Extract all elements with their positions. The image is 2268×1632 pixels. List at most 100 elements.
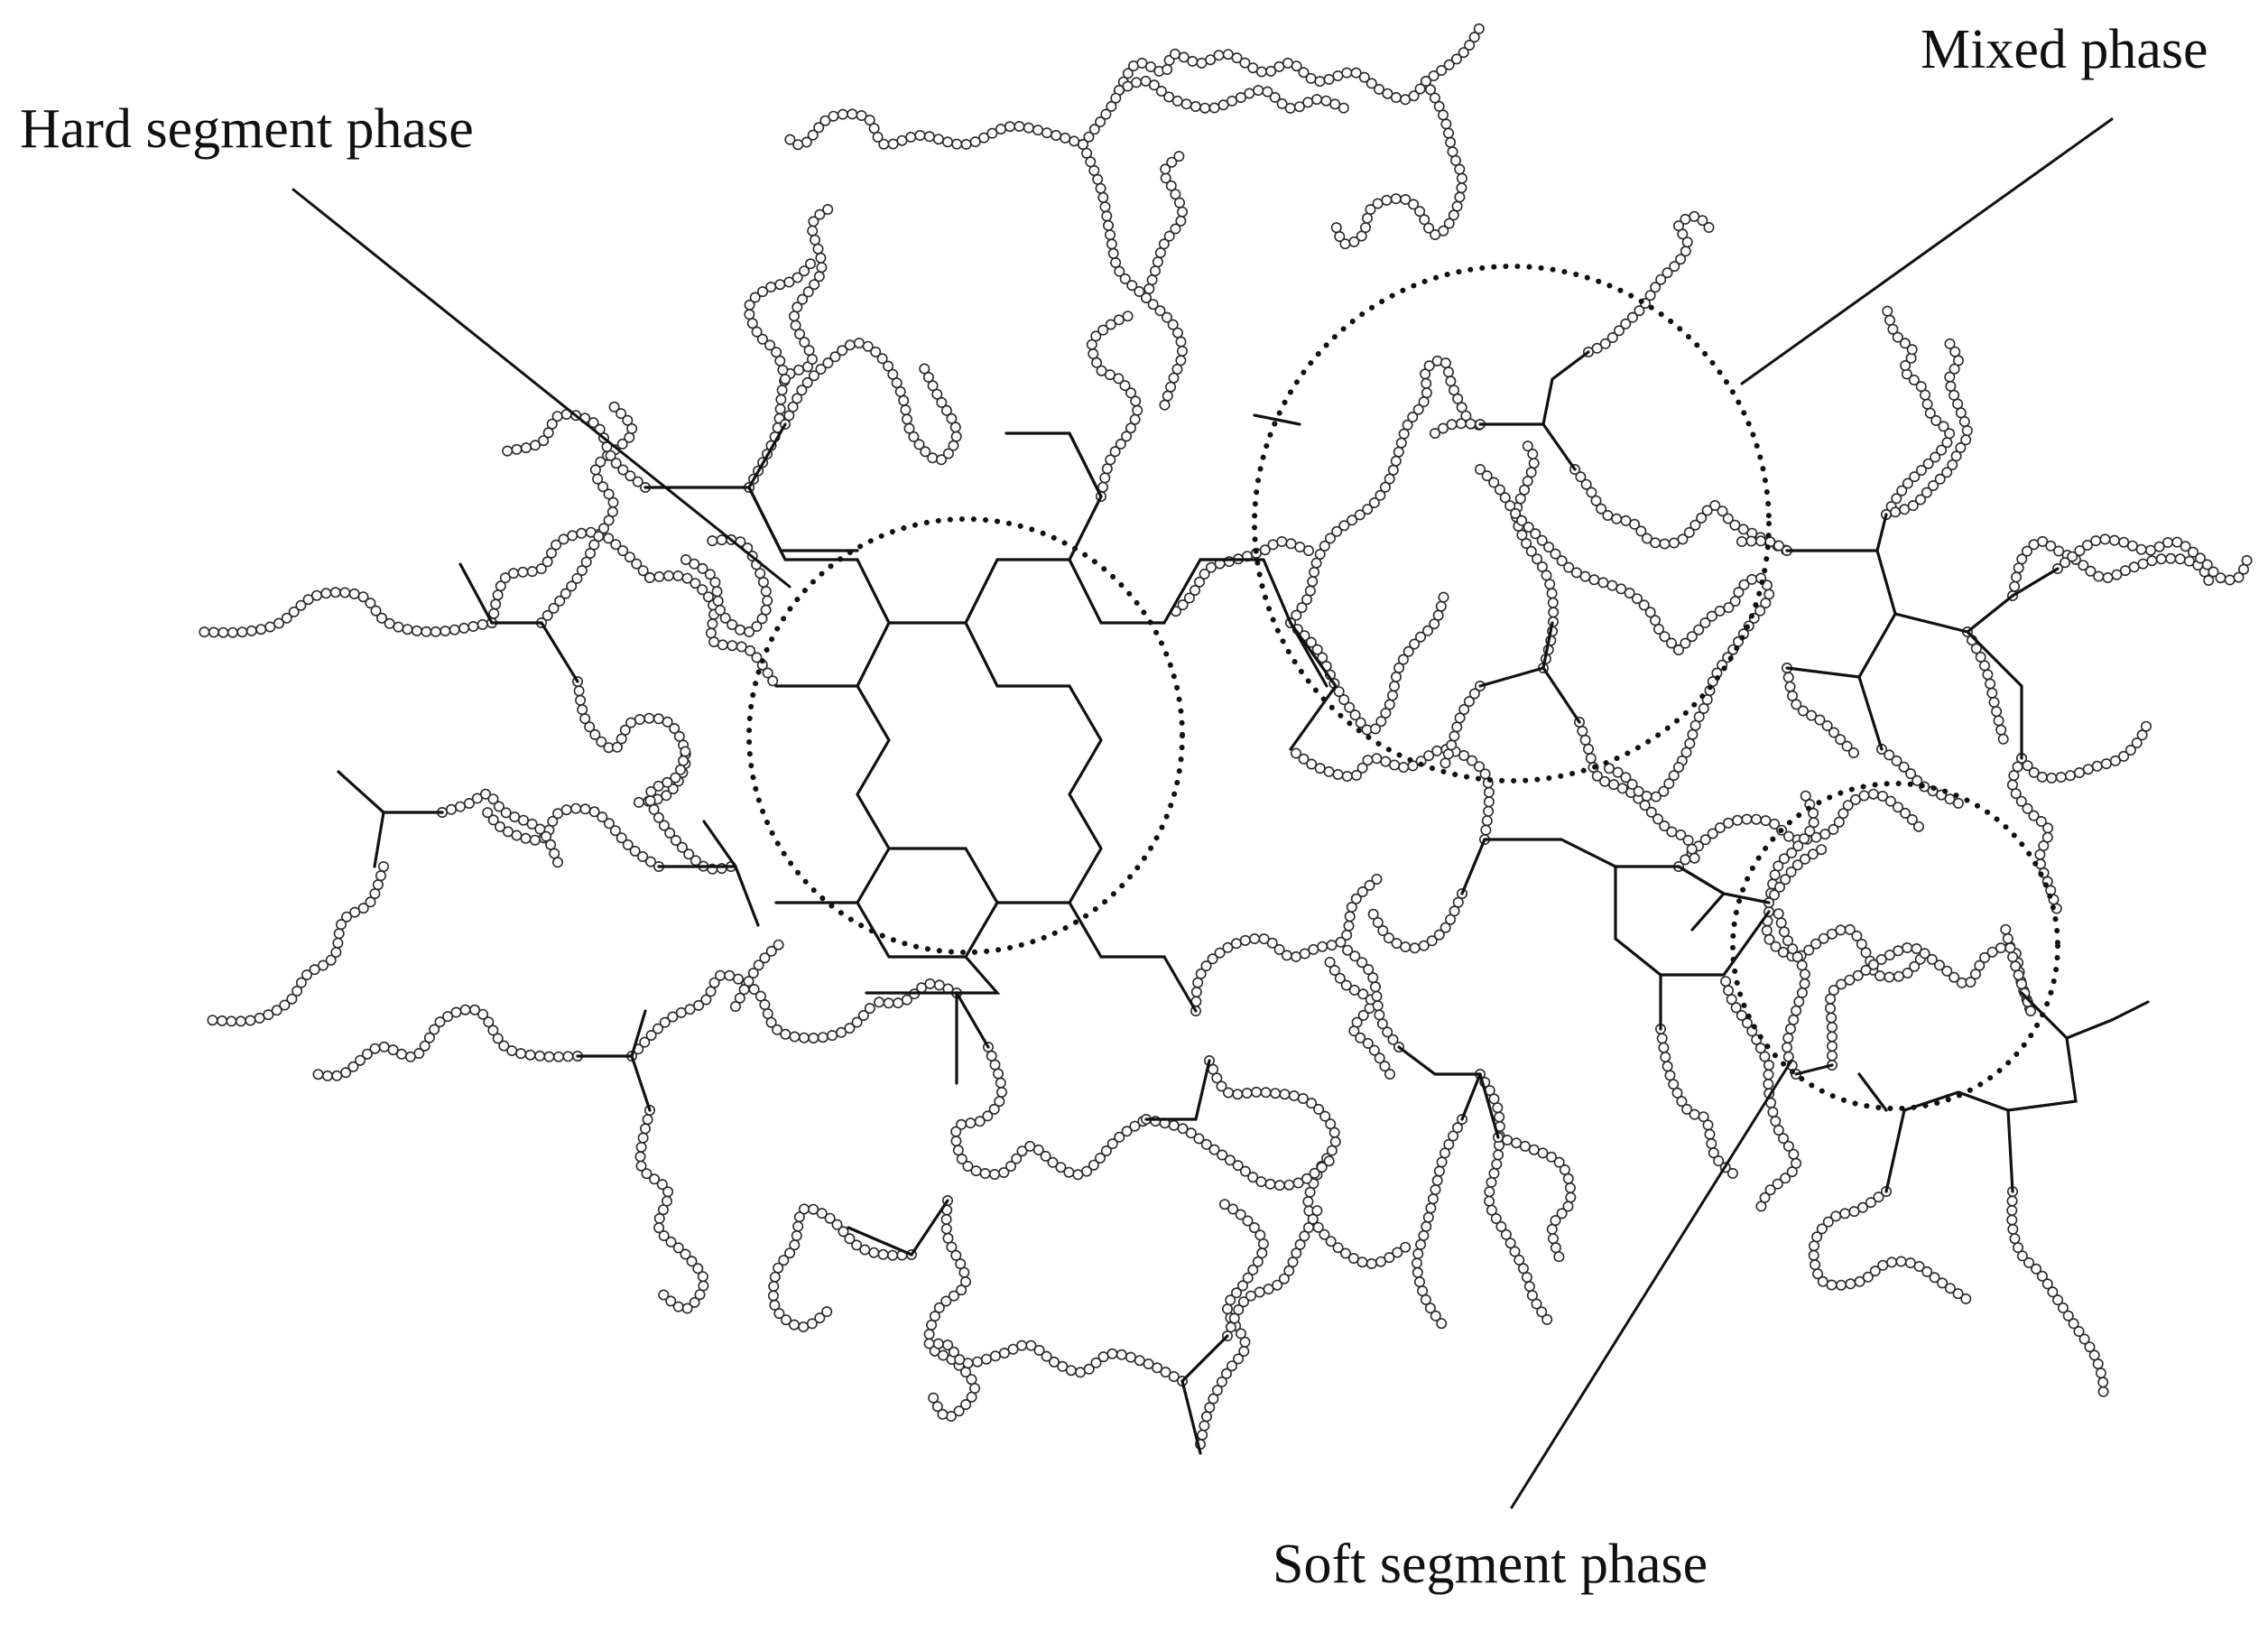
hard-segment-line	[1966, 630, 2023, 760]
soft-segment-bead	[978, 132, 990, 144]
soft-segment-bead	[1893, 802, 1904, 813]
soft-segment-bead	[1390, 193, 1402, 205]
soft-segment-bead	[760, 604, 772, 616]
soft-segment-bead	[1158, 238, 1170, 250]
soft-segment-bead	[1365, 204, 1376, 216]
soft-segment-bead	[1325, 1236, 1337, 1247]
hard-segment-line	[1794, 1063, 1834, 1076]
soft-segment-bead	[1467, 755, 1478, 766]
soft-segment-bead	[1227, 1360, 1238, 1372]
soft-segment-bead	[736, 641, 747, 653]
soft-segment-bead	[2215, 572, 2226, 584]
soft-segment-bead	[325, 954, 337, 966]
soft-segment-bead	[1845, 1278, 1856, 1290]
soft-segment-bead	[1190, 584, 1201, 596]
soft-segment-bead	[1219, 1199, 1231, 1210]
soft-segment-bead	[1495, 1220, 1507, 1232]
soft-segment-bead	[809, 234, 820, 246]
soft-segment-bead	[1579, 570, 1591, 582]
soft-segment-chain	[1330, 76, 1467, 250]
soft-segment-bead	[335, 919, 347, 931]
soft-segment-bead	[1788, 1014, 1800, 1025]
soft-segment-bead	[1175, 355, 1187, 366]
soft-segment-bead	[1769, 889, 1781, 901]
soft-segment-bead	[1140, 75, 1152, 87]
soft-segment-bead	[1430, 1310, 1441, 1321]
soft-segment-bead	[1585, 752, 1597, 764]
soft-segment-bead	[1563, 561, 1575, 573]
soft-segment-bead	[1255, 66, 1267, 78]
soft-segment-bead	[1351, 769, 1363, 781]
soft-segment-bead	[1249, 933, 1261, 945]
soft-segment-bead	[1257, 1238, 1269, 1250]
soft-segment-bead	[936, 454, 948, 466]
soft-segment-bead	[1791, 859, 1803, 871]
soft-segment-bead	[384, 617, 395, 629]
soft-segment-bead	[1606, 580, 1618, 591]
soft-segment-bead	[1306, 758, 1318, 770]
soft-segment-bead	[1722, 513, 1734, 524]
soft-segment-bead	[1839, 1208, 1851, 1219]
soft-segment-bead	[1125, 387, 1137, 399]
soft-segment-bead	[1675, 829, 1687, 840]
soft-segment-bead	[1356, 1256, 1368, 1268]
soft-segment-bead	[608, 401, 620, 413]
soft-segment-bead	[1796, 960, 1808, 971]
soft-segment-bead	[942, 448, 954, 459]
soft-segment-bead	[1645, 806, 1657, 818]
hard-segment-line	[1785, 549, 2014, 634]
soft-segment-bead	[1714, 605, 1726, 617]
soft-segment-bead	[1421, 387, 1432, 399]
soft-segment-bead	[1200, 1138, 1212, 1150]
soft-segment-bead	[2045, 540, 2057, 552]
soft-segment-bead	[545, 547, 557, 559]
soft-segment-bead	[1655, 274, 1667, 285]
soft-segment-bead	[1586, 487, 1597, 498]
soft-segment-bead	[929, 1311, 940, 1322]
soft-segment-bead	[1152, 256, 1163, 268]
soft-segment-bead	[1908, 374, 1920, 385]
soft-segment-bead	[2131, 737, 2143, 748]
soft-segment-bead	[1269, 91, 1281, 103]
soft-segment-bead	[1167, 319, 1179, 330]
soft-segment-bead	[207, 1015, 218, 1026]
soft-segment-bead	[1875, 954, 1887, 966]
soft-segment-chains	[199, 23, 2253, 1451]
soft-segment-bead	[1483, 786, 1495, 798]
soft-segment-bead	[554, 595, 566, 607]
soft-segment-bead	[1891, 493, 1902, 505]
soft-segment-bead	[1051, 130, 1062, 142]
soft-segment-chain	[207, 860, 389, 1027]
soft-segment-bead	[2042, 822, 2054, 834]
soft-segment-bead	[1970, 643, 1982, 654]
soft-segment-bead	[1301, 594, 1313, 606]
soft-segment-bead	[2128, 561, 2140, 573]
soft-segment-bead	[1356, 230, 1367, 242]
soft-segment-bead	[759, 952, 771, 964]
soft-segment-bead	[1913, 1261, 1925, 1273]
soft-segment-bead	[1944, 428, 1956, 440]
soft-segment-bead	[1428, 70, 1439, 82]
soft-segment-bead	[1664, 1070, 1676, 1081]
soft-segment-bead	[1214, 947, 1226, 959]
soft-segment-chain	[1569, 463, 1791, 556]
soft-segment-bead	[1611, 513, 1623, 524]
soft-segment-bead	[1865, 1197, 1876, 1209]
soft-segment-bead	[1929, 1272, 1940, 1284]
soft-segment-bead	[1228, 1312, 1240, 1324]
soft-segment-bead	[1644, 607, 1656, 618]
soft-segment-bead	[764, 339, 776, 351]
soft-segment-bead	[1858, 790, 1870, 802]
soft-segment-bead	[571, 572, 583, 584]
soft-segment-bead	[1494, 484, 1505, 496]
hard-segment-line	[1614, 865, 1771, 977]
soft-segment-bead	[1730, 1002, 1742, 1014]
soft-segment-chain	[1291, 744, 1495, 845]
soft-segment-bead	[593, 531, 605, 542]
soft-segment-bead	[674, 764, 686, 775]
soft-segment-bead	[1528, 458, 1540, 469]
hard-segment-line	[2110, 1000, 2150, 1022]
soft-segment-bead	[1902, 478, 1913, 489]
soft-segment-bead	[940, 1295, 952, 1307]
soft-segment-bead	[1185, 1127, 1197, 1139]
